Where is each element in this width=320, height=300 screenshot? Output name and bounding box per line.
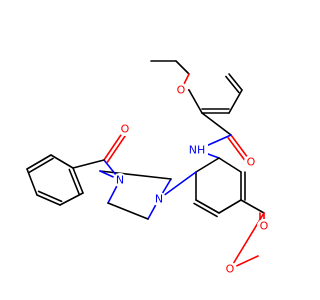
atom-o-amide: O <box>244 155 258 169</box>
atom-label-o-ester-carbonyl: O <box>260 220 269 233</box>
molecule-structure: O O NH O N N O O <box>26 60 271 276</box>
atom-n-amide: NH <box>186 143 208 158</box>
bond-c30-c31 <box>26 168 38 196</box>
atom-label-n-piperazine-bottom: N <box>155 193 163 206</box>
atom-n-piperazine-top: N <box>113 173 127 187</box>
double-bond-c26-oBz <box>106 130 130 164</box>
atom-label-o-amide: O <box>247 156 256 169</box>
bond-c7-c10 <box>201 112 232 136</box>
bond-c32-c27 <box>50 154 74 169</box>
atom-n-piperazine-bottom: N <box>152 192 166 206</box>
double-bond-c31-c32 <box>28 157 54 174</box>
bond-c29-c30 <box>36 194 61 206</box>
atom-o-ester-carbonyl: O <box>257 219 271 233</box>
atom-o-benzoyl: O <box>118 122 132 136</box>
bond-c13-c14 <box>195 199 220 214</box>
atom-label-n-amide: NH <box>189 144 206 157</box>
bond-c17-c12 <box>195 157 220 173</box>
bond-c5-c6 <box>228 89 243 114</box>
bond-c7-c8 <box>188 89 203 114</box>
bond-c16-c17 <box>218 157 242 173</box>
bond-c27-c28 <box>72 167 84 194</box>
atom-label-o-benzoyl: O <box>121 123 130 136</box>
bond-c14-c15 <box>218 199 242 214</box>
double-bond-c4-c5 <box>225 75 240 94</box>
atom-o-propoxy: O <box>174 83 188 97</box>
bond-c4-c5 <box>228 73 243 91</box>
bond-c12-nBot <box>158 171 197 200</box>
bond-c2-c3 <box>175 60 190 75</box>
atom-label-layer: O O NH O N N O O <box>113 83 271 276</box>
double-bond-c27-c28 <box>68 168 81 196</box>
bond-layer <box>26 60 265 270</box>
double-bond-c13-c14 <box>193 202 218 218</box>
atom-label-o-propoxy: O <box>177 84 186 97</box>
atom-label-n-piperazine-top: N <box>116 174 124 187</box>
atom-o-ester: O <box>223 262 237 276</box>
bond-c26-c27 <box>72 159 105 169</box>
bond-c20-c24 <box>99 170 172 180</box>
atom-label-o-ester: O <box>226 263 235 276</box>
double-bond-c29-c30 <box>37 190 63 203</box>
bond-c31-c32 <box>26 154 52 170</box>
bond-c15-c18 <box>240 199 265 214</box>
bond-c23-c22 <box>107 202 149 220</box>
